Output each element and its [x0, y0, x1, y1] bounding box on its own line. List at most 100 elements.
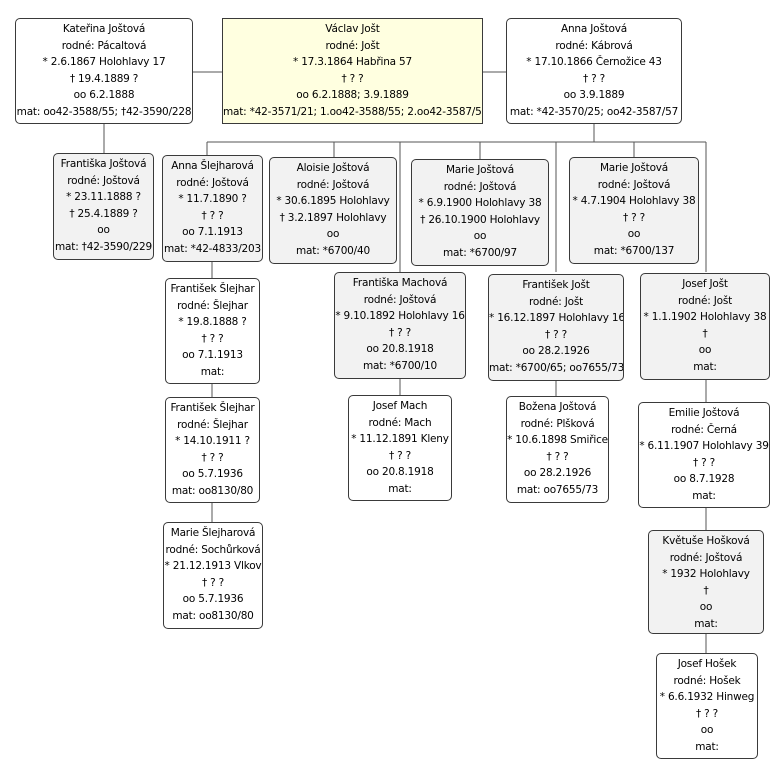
person-frantiska: Františka Joštová rodné: Joštová * 23.11…: [53, 153, 154, 260]
person-name: František Šlejhar: [170, 283, 255, 295]
person-records: mat: oo8130/80: [171, 484, 254, 497]
person-born: * 1932 Holohlavy: [662, 568, 750, 581]
person-emilie: Emilie Joštová rodné: Černá * 6.11.1907 …: [638, 402, 770, 508]
person-name: Josef Jošt: [682, 278, 728, 290]
person-records: mat:: [695, 740, 719, 753]
person-birth-name: rodné: Jošt: [677, 294, 733, 307]
person-born: * 17.10.1866 Černožice 43: [526, 56, 662, 69]
person-died: † ? ?: [388, 326, 412, 339]
person-died: † ? ?: [201, 576, 225, 589]
person-marie-slejharova: Marie Šlejharová rodné: Sochůrková * 21.…: [163, 522, 263, 629]
person-name: Marie Šlejharová: [170, 527, 256, 539]
person-aloisie: Aloisie Joštová rodné: Joštová * 30.6.18…: [269, 157, 397, 264]
person-died: † ? ?: [341, 72, 364, 85]
person-name: Anna Joštová: [560, 23, 628, 35]
person-records: mat:: [388, 482, 412, 495]
person-born: * 4.7.1904 Holohlavy 38: [572, 195, 696, 208]
person-birth-name: rodné: Jošt: [325, 39, 380, 52]
person-died: † ? ?: [201, 332, 224, 345]
person-name: Božena Joštová: [518, 401, 597, 413]
person-born: * 11.12.1891 Kleny: [351, 433, 449, 446]
person-josef-jost: Josef Jošt rodné: Jošt * 1.1.1902 Holohl…: [640, 273, 770, 380]
person-born: * 23.11.1888 ?: [66, 191, 141, 204]
person-katerina: Kateřina Joštová rodné: Pácaltová * 2.6.…: [15, 18, 193, 124]
person-name: Josef Mach: [372, 400, 428, 412]
person-born: * 10.6.1898 Smiřice: [507, 434, 608, 447]
person-frantiska-machova: Františka Machová rodné: Joštová * 9.10.…: [334, 272, 466, 379]
person-married: oo 20.8.1918: [366, 343, 434, 356]
person-name: František Šlejhar: [170, 402, 255, 414]
person-birth-name: rodné: Šlejhar: [177, 299, 248, 312]
person-born: * 1.1.1902 Holohlavy 38: [643, 311, 767, 324]
person-died: † ? ?: [388, 449, 412, 462]
person-birth-name: rodné: Kábrová: [555, 39, 633, 52]
person-anna-slejharova: Anna Šlejharová rodné: Joštová * 11.7.18…: [162, 155, 263, 262]
person-birth-name: rodné: Joštová: [67, 174, 140, 187]
person-birth-name: rodné: Joštová: [363, 293, 437, 306]
person-birth-name: rodné: Černá: [671, 423, 737, 436]
person-born: * 14.10.1911 ?: [175, 435, 250, 448]
person-name: Františka Joštová: [60, 158, 147, 170]
person-birth-name: rodné: Joštová: [669, 551, 743, 564]
person-married: oo 6.2.1888; 3.9.1889: [296, 89, 409, 102]
person-married: oo 7.1.1913: [182, 226, 243, 239]
person-born: * 11.7.1890 ?: [178, 193, 247, 206]
person-records: mat: oo42-3588/55; †42-3590/228: [16, 105, 192, 118]
person-frantisek-slejhar-1888: František Šlejhar rodné: Šlejhar * 19.8.…: [165, 278, 260, 384]
person-name: Emilie Joštová: [668, 407, 740, 419]
person-born: * 19.8.1888 ?: [178, 316, 247, 329]
person-records: mat:: [694, 617, 718, 630]
person-birth-name: rodné: Šlejhar: [177, 418, 248, 431]
person-records: mat: *42-3570/25; oo42-3587/57: [509, 105, 679, 118]
person-born: * 17.3.1864 Habřina 57: [293, 56, 412, 69]
person-married: oo 7.1.1913: [182, 349, 243, 362]
person-married: oo 8.7.1928: [673, 473, 735, 486]
person-name: Kateřina Joštová: [62, 23, 146, 35]
person-name: Květuše Hošková: [662, 535, 750, 547]
person-birth-name: rodné: Joštová: [296, 178, 370, 191]
person-died: † ? ?: [546, 450, 569, 463]
person-married: oo 6.2.1888: [73, 89, 135, 102]
person-marie-1900: Marie Joštová rodné: Joštová * 6.9.1900 …: [411, 159, 549, 266]
person-name: Václav Jošt: [325, 23, 380, 35]
person-married: oo 20.8.1918: [366, 466, 434, 479]
person-birth-name: rodné: Pácaltová: [61, 39, 147, 52]
person-died: † ? ?: [695, 707, 719, 720]
person-frantisek-slejhar-1911: František Šlejhar rodné: Šlejhar * 14.10…: [165, 397, 260, 503]
person-vaclav: Václav Jošt rodné: Jošt * 17.3.1864 Habř…: [222, 18, 483, 124]
person-married: oo 28.2.1926: [523, 467, 592, 480]
person-birth-name: rodné: Jošt: [528, 295, 584, 308]
person-died: † 3.2.1897 Holohlavy: [279, 211, 387, 224]
person-name: Josef Hošek: [677, 658, 737, 670]
person-records: mat: oo7655/73: [516, 483, 599, 496]
person-name: Marie Joštová: [599, 162, 669, 174]
person-birth-name: rodné: Mach: [368, 416, 432, 429]
person-died: † ? ?: [582, 72, 606, 85]
person-records: mat: oo8130/80: [172, 609, 254, 622]
person-birth-name: rodné: Plšková: [520, 417, 595, 430]
person-married: oo: [627, 228, 641, 241]
person-josef-mach: Josef Mach rodné: Mach * 11.12.1891 Klen…: [348, 395, 452, 501]
person-birth-name: rodné: Hošek: [673, 674, 741, 687]
person-records: mat:: [692, 489, 716, 502]
person-born: * 6.9.1900 Holohlavy 38: [418, 197, 542, 210]
person-died: † 25.4.1889 ?: [69, 207, 138, 220]
person-married: oo: [97, 224, 110, 237]
person-married: oo: [699, 601, 713, 614]
person-name: Anna Šlejharová: [171, 160, 254, 172]
person-records: mat: *6700/40: [296, 244, 370, 257]
person-married: oo 28.2.1926: [522, 345, 590, 358]
person-birth-name: rodné: Joštová: [176, 176, 249, 189]
person-kvetuse: Květuše Hošková rodné: Joštová * 1932 Ho…: [648, 530, 764, 634]
person-died: † 19.4.1889 ?: [69, 72, 139, 85]
person-died: †: [702, 327, 708, 340]
person-married: oo 5.7.1936: [182, 593, 244, 606]
person-records: mat: †42-3590/229: [55, 240, 152, 253]
person-bozena: Božena Joštová rodné: Plšková * 10.6.189…: [506, 396, 609, 503]
person-died: †: [703, 584, 709, 597]
person-born: * 6.11.1907 Holohlavy 39: [639, 440, 769, 453]
person-born: * 21.12.1913 Vlkov: [164, 560, 262, 573]
person-died: † ? ?: [692, 456, 716, 469]
person-died: † ? ?: [201, 209, 224, 222]
